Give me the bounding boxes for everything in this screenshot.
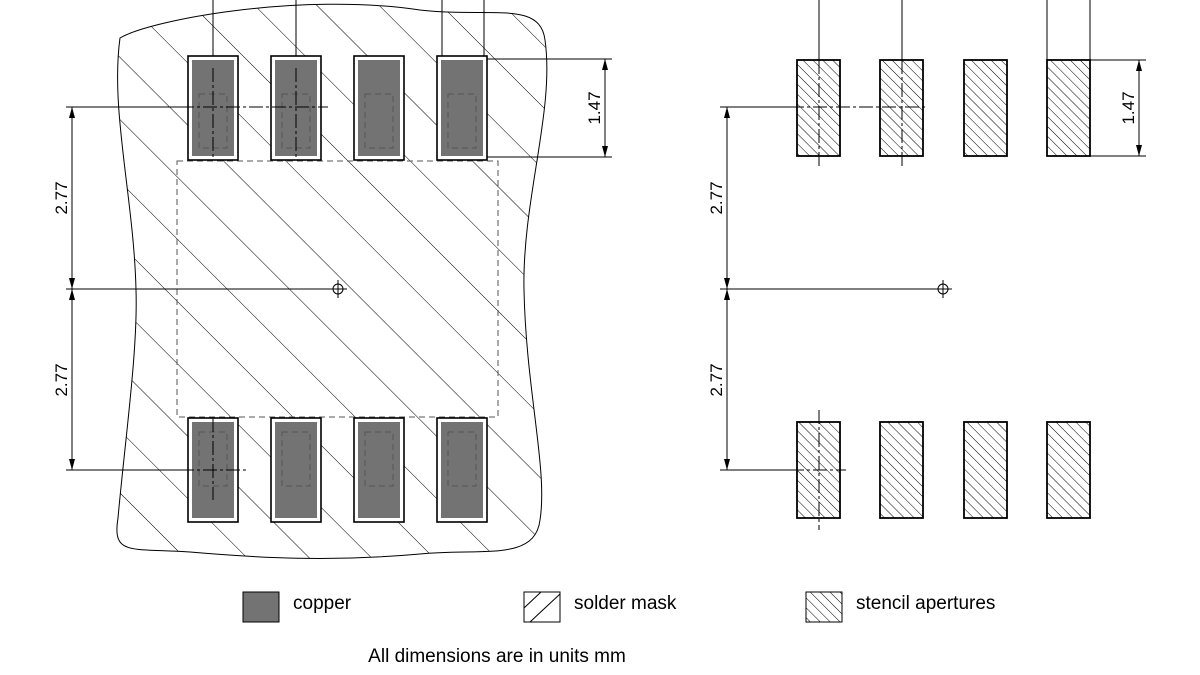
dimension-label: 1.47	[1119, 91, 1138, 124]
copper-pad	[436, 417, 488, 523]
stencil-aperture	[963, 421, 1008, 519]
pad-centerlines	[180, 68, 328, 500]
legend-label: stencil apertures	[856, 593, 995, 614]
stencil-origin-centerline	[720, 280, 952, 298]
dimension-label: 2.77	[52, 363, 71, 396]
dimension-pitch-lower: 2.77	[52, 289, 180, 471]
dimension-label: 2.77	[707, 181, 726, 214]
stencil-dimension-pad-length: 1.47	[1090, 59, 1146, 157]
top-extension-lines	[212, 0, 485, 56]
units-note: All dimensions are in units mm	[368, 646, 626, 667]
copper-pad	[353, 55, 405, 161]
legend-label: copper	[293, 593, 352, 614]
solder-mask-swatch	[523, 591, 561, 623]
dimension-pitch-upper: 2.77	[52, 106, 180, 289]
stencil-aperture	[1046, 59, 1091, 157]
dimension-label: 2.77	[52, 181, 71, 214]
stencil-aperture	[1046, 421, 1091, 519]
copper-pad	[353, 417, 405, 523]
dimension-label: 1.47	[585, 91, 604, 124]
stencil-swatch	[805, 591, 843, 623]
legend: copper solder mask stencil apertures	[242, 591, 995, 623]
stencil-aperture	[879, 421, 924, 519]
stencil-dimension-pitch-upper: 2.77	[707, 106, 790, 289]
stencil-aperture	[963, 59, 1008, 157]
stencil-top-extension-lines	[818, 0, 1091, 60]
dimension-pad-length: 1.47	[487, 58, 612, 158]
left-view: 1.47 2.77 2.77	[52, 0, 612, 559]
legend-label: solder mask	[574, 593, 677, 614]
copper-swatch	[242, 591, 280, 623]
dimension-label: 2.77	[707, 363, 726, 396]
stencil-centerlines	[790, 60, 928, 530]
stencil-apertures-top	[796, 59, 1091, 157]
origin-centerline	[66, 280, 347, 298]
legend-item-copper: copper	[242, 591, 352, 623]
legend-item-solder-mask: solder mask	[523, 591, 677, 623]
copper-pad	[436, 55, 488, 161]
legend-item-stencil: stencil apertures	[805, 591, 995, 623]
right-view: 1.47 2.77 2.77	[707, 0, 1146, 530]
stencil-dimension-pitch-lower: 2.77	[707, 289, 790, 471]
copper-pad	[270, 417, 322, 523]
